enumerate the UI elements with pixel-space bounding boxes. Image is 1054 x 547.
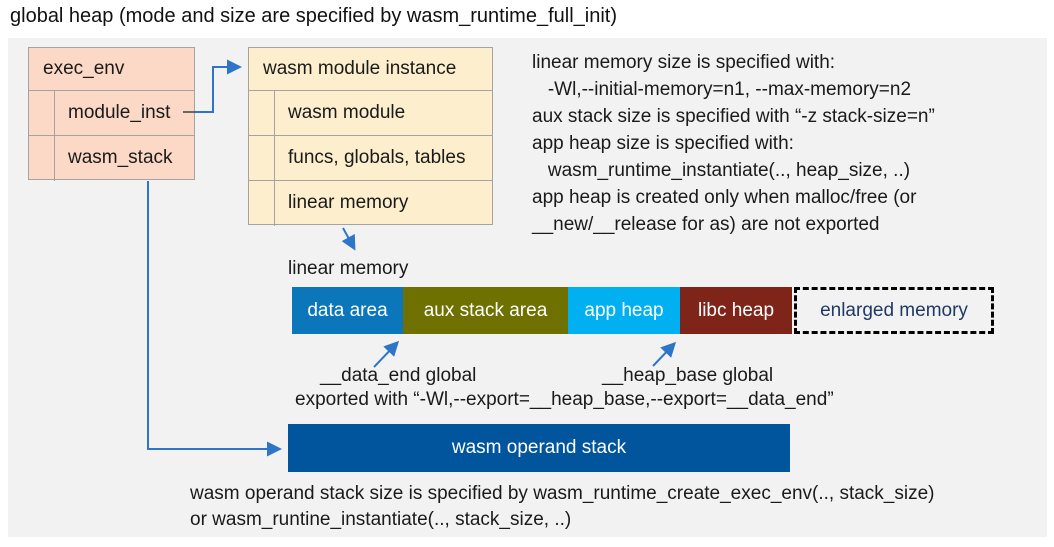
note-line: linear memory size is specified with: [532,52,836,73]
wasm-module-label: wasm module [274,91,492,135]
wasm-operand-stack-box: wasm operand stack [288,424,790,472]
exec-env-header: exec_env [29,48,194,91]
note-line: app heap size is specified with: [532,133,794,154]
segment-libc-heap: libc heap [680,287,792,334]
module-instance-header: wasm module instance [249,48,492,91]
segment-app-heap: app heap [568,287,680,334]
note-line: or wasm_runtine_instantiate(.., stack_si… [190,509,572,530]
note-line: aux stack size is specified with “-z sta… [532,106,935,127]
module-instance-row-funcs-globals-tables: funcs, globals, tables [249,136,492,181]
linear-memory-row-label: linear memory [274,181,492,226]
data-end-global-label: __data_end global [320,365,477,386]
heap-base-global-label: __heap_base global [602,365,774,386]
linear-memory-title: linear memory [288,258,409,279]
note-line: -Wl,--initial-memory=n1, --max-memory=n2 [532,79,912,100]
segment-data-area: data area [292,287,403,334]
note-line: wasm_runtime_instantiate(.., heap_size, … [532,160,911,181]
segment-enlarged-memory: enlarged memory [794,287,994,334]
note-line: __new/__release for as) are not exported [532,214,880,235]
linear-memory-notes: linear memory size is specified with: -W… [532,49,1037,238]
segment-aux-stack-area: aux stack area [403,287,568,334]
funcs-globals-tables-label: funcs, globals, tables [274,136,492,180]
module-inst-label: module_inst [54,91,194,135]
export-flags-label: exported with “-Wl,--export=__heap_base,… [295,389,834,410]
exec-env-row-wasm-stack: wasm_stack [29,136,194,181]
exec-env-box: exec_env module_inst wasm_stack [28,47,195,181]
wasm-stack-label: wasm_stack [54,136,194,181]
diagram-title: global heap (mode and size are specified… [10,5,617,27]
module-instance-row-linear-memory: linear memory [249,181,492,226]
module-instance-box: wasm module instance wasm module funcs, … [248,47,493,226]
operand-stack-notes: wasm operand stack size is specified by … [190,481,1040,533]
module-instance-row-wasm-module: wasm module [249,91,492,136]
note-line: app heap is created only when malloc/fre… [532,187,917,208]
exec-env-row-module-inst: module_inst [29,91,194,136]
linear-memory-bar: data area aux stack area app heap libc h… [292,287,994,334]
note-line: wasm operand stack size is specified by … [190,483,935,504]
